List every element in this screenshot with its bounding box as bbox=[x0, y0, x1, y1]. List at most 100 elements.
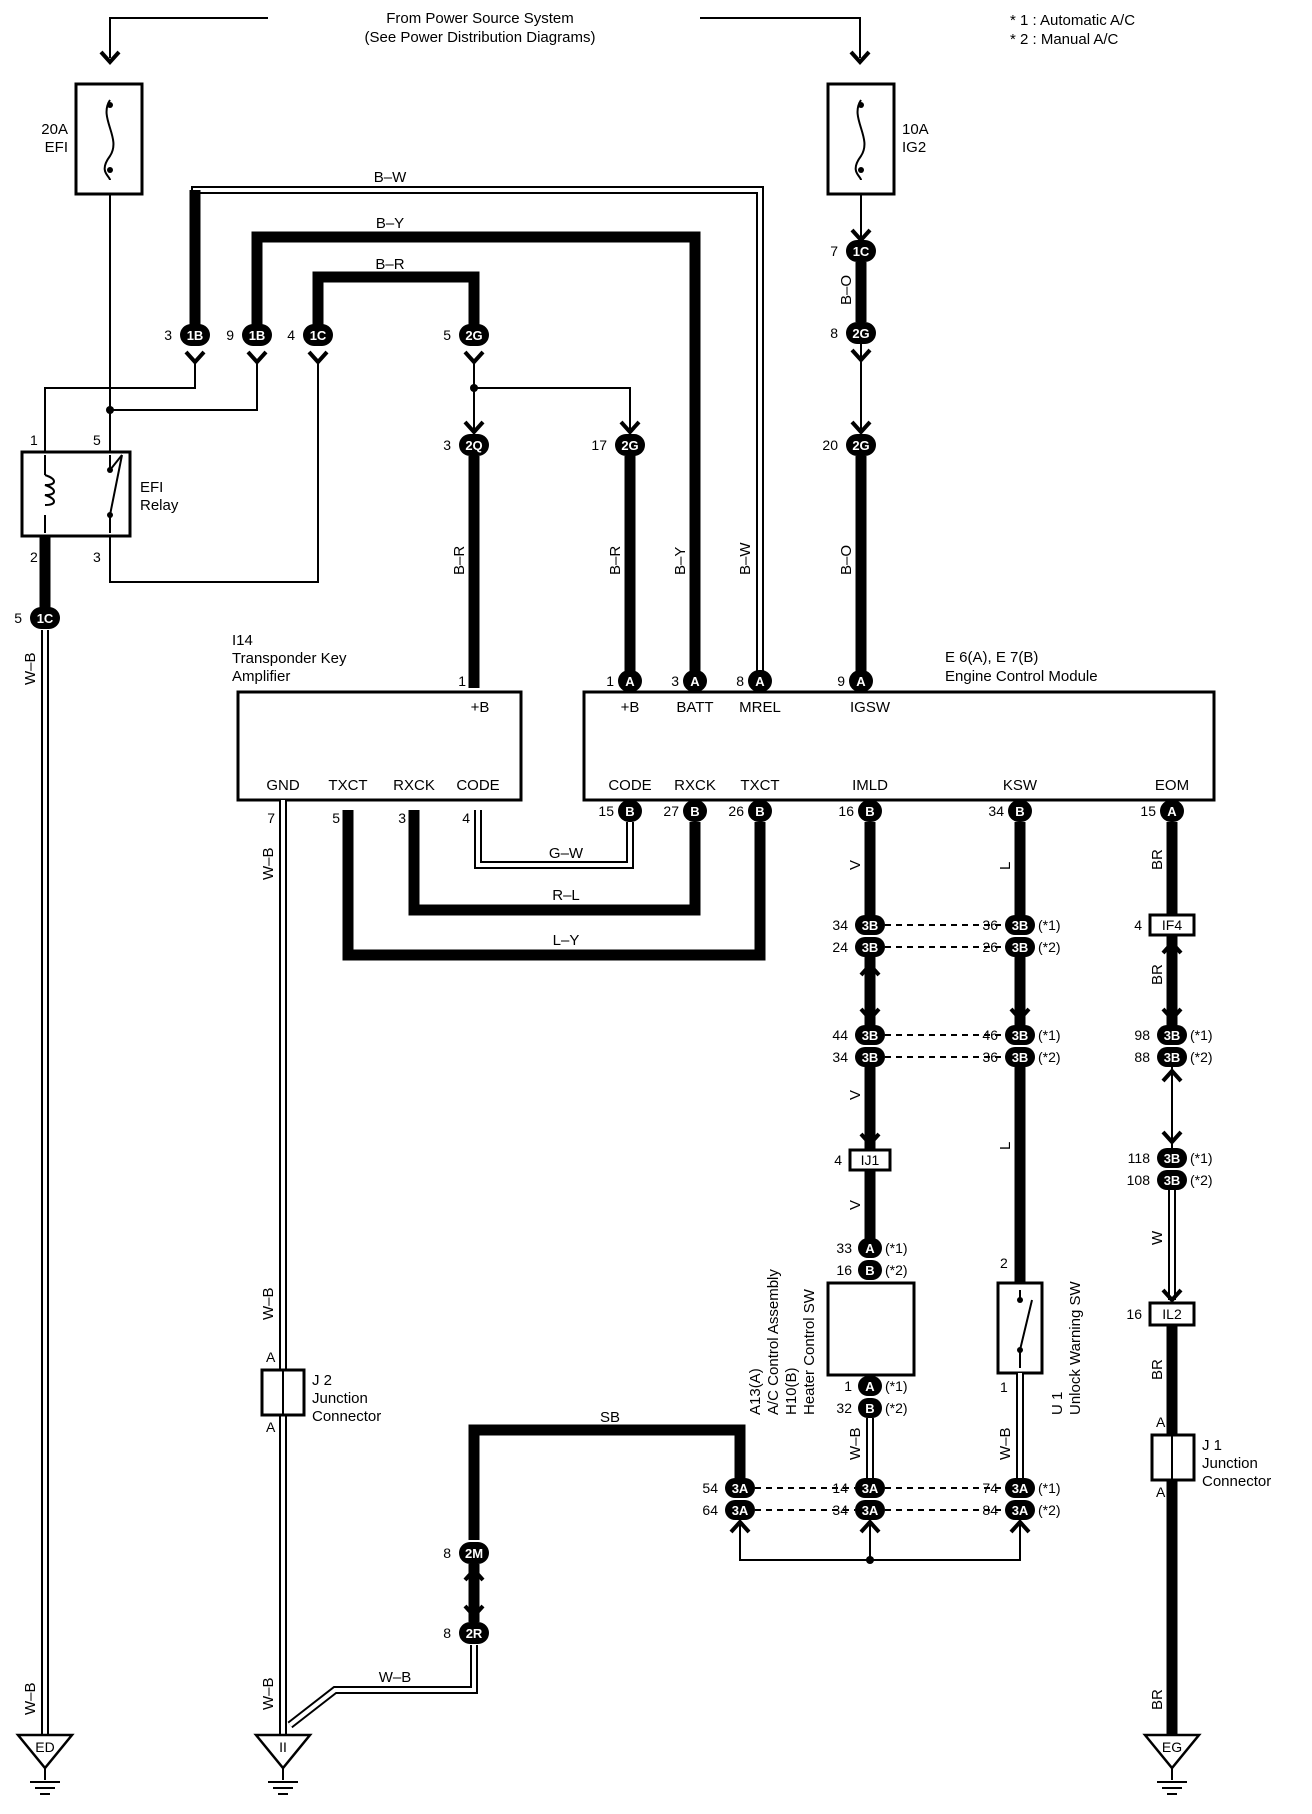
svg-text:8: 8 bbox=[736, 673, 744, 689]
svg-text:B: B bbox=[865, 1263, 874, 1278]
svg-text:3A: 3A bbox=[1012, 1503, 1029, 1518]
svg-text:3B: 3B bbox=[1012, 918, 1029, 933]
svg-text:RXCK: RXCK bbox=[393, 777, 435, 794]
svg-text:R–L: R–L bbox=[552, 887, 580, 904]
svg-text:8: 8 bbox=[830, 325, 838, 341]
svg-text:3A: 3A bbox=[732, 1503, 749, 1518]
svg-text:KSW: KSW bbox=[1003, 777, 1038, 794]
svg-text:5: 5 bbox=[443, 327, 451, 343]
svg-text:B: B bbox=[690, 804, 699, 819]
svg-text:ED: ED bbox=[35, 1739, 54, 1755]
svg-text:(*2): (*2) bbox=[1190, 1172, 1213, 1188]
component-id: I14 bbox=[232, 632, 253, 649]
svg-text:A: A bbox=[266, 1419, 276, 1435]
svg-text:A: A bbox=[1156, 1414, 1166, 1430]
svg-text:B: B bbox=[865, 1401, 874, 1416]
ig2-circuit: 1C 7 B–O 2G 8 2G 20 B–O bbox=[822, 194, 876, 680]
connector-label: 1B bbox=[187, 328, 204, 343]
svg-text:EOM: EOM bbox=[1155, 777, 1189, 794]
svg-text:3B: 3B bbox=[1012, 940, 1029, 955]
wire-color-label: W–B bbox=[22, 1682, 39, 1715]
svg-text:CODE: CODE bbox=[608, 777, 651, 794]
wire-color-label: B–Y bbox=[376, 215, 404, 232]
fuse-amp: 10A bbox=[902, 121, 929, 138]
svg-text:W–B: W–B bbox=[847, 1427, 864, 1460]
svg-text:B–R: B–R bbox=[607, 546, 624, 575]
svg-text:L: L bbox=[997, 1142, 1014, 1150]
svg-text:34: 34 bbox=[988, 803, 1004, 819]
component-id: E 6(A), E 7(B) bbox=[945, 649, 1038, 666]
svg-text:Connector: Connector bbox=[1202, 1473, 1271, 1490]
svg-text:IJ1: IJ1 bbox=[861, 1152, 880, 1168]
eom-circuit: BR IF4 4 BR 3B 98 (*1) 3B 88 (*2) 3B 118… bbox=[1126, 822, 1271, 1735]
relay-wiring bbox=[39, 194, 319, 610]
svg-text:7: 7 bbox=[267, 810, 275, 826]
ground-icon bbox=[268, 1768, 298, 1795]
connector-label: 2G bbox=[465, 328, 482, 343]
svg-text:3B: 3B bbox=[1164, 1151, 1181, 1166]
svg-text:A: A bbox=[755, 674, 765, 689]
svg-text:(*1): (*1) bbox=[1038, 917, 1061, 933]
ground-ii-circuit: W–B W–B W–B A A J 2 Junction Connector W… bbox=[260, 800, 478, 1735]
svg-text:3A: 3A bbox=[862, 1503, 879, 1518]
svg-text:A: A bbox=[856, 674, 866, 689]
svg-text:A: A bbox=[690, 674, 700, 689]
svg-text:IMLD: IMLD bbox=[852, 777, 888, 794]
svg-text:3B: 3B bbox=[862, 918, 879, 933]
svg-text:15: 15 bbox=[598, 803, 614, 819]
svg-text:3B: 3B bbox=[862, 1028, 879, 1043]
svg-text:2G: 2G bbox=[852, 438, 869, 453]
wire-bw-loop: B–W bbox=[189, 169, 764, 680]
svg-text:34: 34 bbox=[832, 1502, 848, 1518]
svg-text:A: A bbox=[625, 674, 635, 689]
svg-text:B: B bbox=[625, 804, 634, 819]
junction-2g-split: 2Q 3 2G 17 B–R B–R B–Y B–W bbox=[443, 360, 754, 688]
relay-name: Relay bbox=[140, 497, 179, 514]
svg-text:(*1): (*1) bbox=[1038, 1480, 1061, 1496]
svg-text:2M: 2M bbox=[465, 1546, 483, 1561]
svg-text:(*2): (*2) bbox=[1190, 1049, 1213, 1065]
svg-text:46: 46 bbox=[982, 1027, 998, 1043]
svg-text:24: 24 bbox=[832, 939, 848, 955]
svg-text:2G: 2G bbox=[621, 438, 638, 453]
svg-text:B–O: B–O bbox=[838, 545, 855, 575]
svg-text:3B: 3B bbox=[862, 1050, 879, 1065]
fuse-ig2: 10A IG2 bbox=[826, 82, 929, 196]
fuse-name: IG2 bbox=[902, 139, 926, 156]
svg-text:4: 4 bbox=[287, 327, 295, 343]
svg-text:L: L bbox=[997, 862, 1014, 870]
svg-text:(*1): (*1) bbox=[1038, 1027, 1061, 1043]
svg-text:A: A bbox=[865, 1379, 875, 1394]
svg-text:16: 16 bbox=[836, 1262, 852, 1278]
svg-text:1: 1 bbox=[606, 673, 614, 689]
svg-text:1C: 1C bbox=[853, 244, 870, 259]
power-source-label: From Power Source System bbox=[386, 10, 574, 27]
svg-text:Unlock Warning SW: Unlock Warning SW bbox=[1067, 1281, 1084, 1415]
svg-text:CODE: CODE bbox=[456, 777, 499, 794]
svg-text:GND: GND bbox=[266, 777, 300, 794]
svg-text:2G: 2G bbox=[852, 326, 869, 341]
svg-text:2Q: 2Q bbox=[465, 438, 482, 453]
svg-text:3A: 3A bbox=[732, 1481, 749, 1496]
svg-text:64: 64 bbox=[702, 1502, 718, 1518]
svg-text:26: 26 bbox=[728, 803, 744, 819]
svg-text:W–B: W–B bbox=[260, 1677, 277, 1710]
svg-text:(*1): (*1) bbox=[885, 1378, 908, 1394]
ground-ed: ED bbox=[15, 1733, 75, 1795]
svg-text:1: 1 bbox=[458, 673, 466, 689]
sb-circuit: SB 2M 8 2R 8 bbox=[443, 1409, 746, 1644]
svg-text:A: A bbox=[1167, 804, 1177, 819]
power-feed-left bbox=[109, 17, 268, 58]
svg-text:108: 108 bbox=[1127, 1172, 1151, 1188]
svg-text:3: 3 bbox=[164, 327, 172, 343]
svg-text:26: 26 bbox=[982, 939, 998, 955]
transponder-key-amplifier: I14 Transponder Key Amplifier 1 +B GND T… bbox=[232, 632, 523, 826]
wire-color-label: B–W bbox=[374, 169, 407, 186]
engine-control-module: E 6(A), E 7(B) Engine Control Module A 1… bbox=[582, 649, 1216, 822]
svg-text:B–Y: B–Y bbox=[672, 547, 689, 575]
note-manual-ac: * 2 : Manual A/C bbox=[1010, 31, 1119, 48]
svg-text:W: W bbox=[1149, 1230, 1166, 1245]
svg-text:36: 36 bbox=[982, 917, 998, 933]
svg-text:118: 118 bbox=[1128, 1150, 1151, 1166]
svg-text:W–B: W–B bbox=[260, 847, 277, 880]
